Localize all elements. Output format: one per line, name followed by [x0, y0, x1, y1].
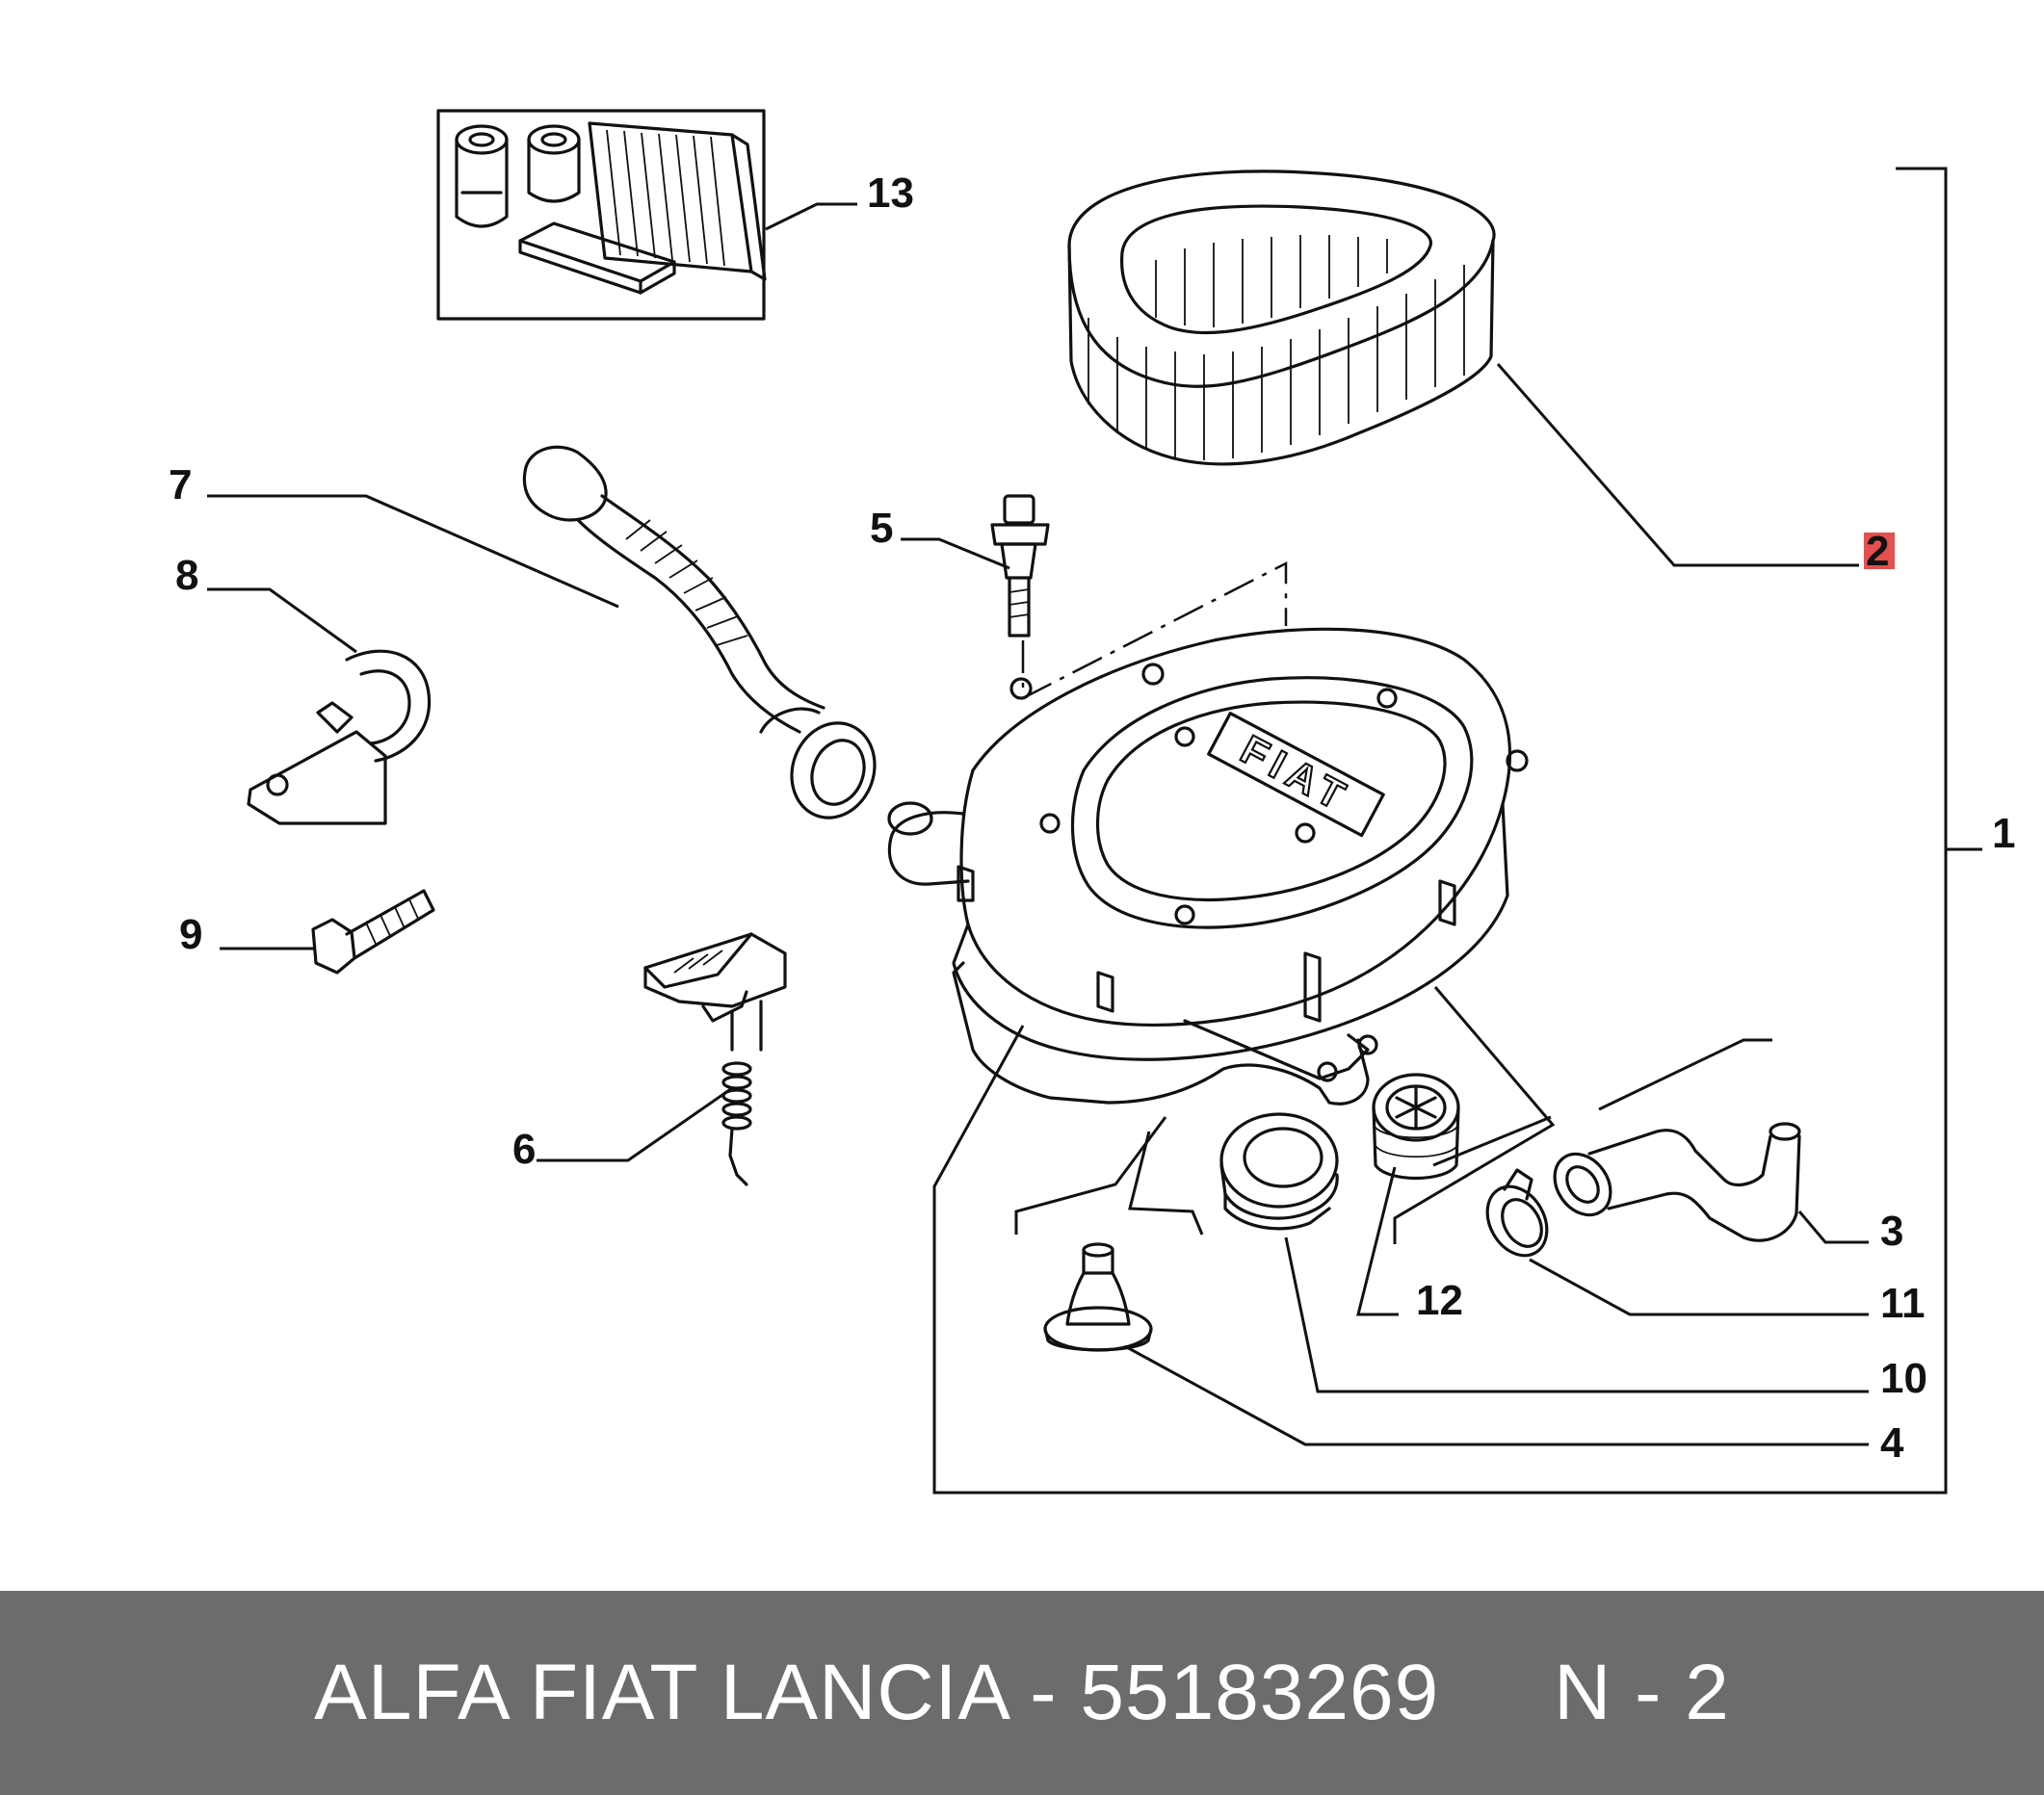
callout-9: 9 [179, 911, 202, 958]
callouts: 13 1 2 7 5 8 9 6 3 12 11 10 4 [169, 169, 2015, 1467]
hose-clamp [1485, 1168, 1549, 1258]
footer-caption: ALFA FIAT LANCIA - 55183269 N - 2 [314, 1648, 1730, 1738]
footer-bar: ALFA FIAT LANCIA - 55183269 N - 2 [0, 1591, 2044, 1795]
callout-2-group: 2 [1864, 528, 1895, 575]
breather-pipe [1553, 1122, 1801, 1242]
callout-11: 11 [1880, 1280, 1926, 1327]
fiat-logo: FIAT [1207, 712, 1385, 838]
air-box-housing: FIAT [887, 627, 1529, 1106]
callout-3: 3 [1880, 1208, 1903, 1255]
latch-clip-spring [643, 932, 787, 1186]
callout-5: 5 [870, 505, 893, 552]
hex-bolt [311, 889, 435, 975]
parts-diagram: FIAT [169, 109, 2015, 1495]
callout-13: 13 [867, 169, 914, 217]
footer-ref: N - 2 [1554, 1649, 1730, 1736]
callout-12: 12 [1416, 1277, 1463, 1324]
vent-cap [1372, 1073, 1460, 1180]
callout-2: 2 [1866, 528, 1889, 575]
hose-bracket [247, 649, 432, 825]
callout-7: 7 [169, 461, 192, 508]
callout-1: 1 [1992, 810, 2015, 857]
callout-6: 6 [512, 1126, 536, 1173]
svg-text:FIAT: FIAT [1234, 726, 1359, 821]
callout-2-highlight [1864, 533, 1895, 569]
footer-brand-part: ALFA FIAT LANCIA - 55183269 [314, 1649, 1440, 1736]
service-kit-inset [436, 109, 767, 321]
rubber-mount [1043, 1242, 1153, 1352]
callout-4: 4 [1880, 1419, 1904, 1467]
leader-lines [207, 167, 1982, 1495]
air-filter-element [1067, 169, 1496, 466]
intake-hose [522, 445, 877, 819]
callout-8: 8 [175, 552, 198, 599]
callout-10: 10 [1880, 1355, 1927, 1402]
sealing-grommet [1219, 1112, 1339, 1231]
